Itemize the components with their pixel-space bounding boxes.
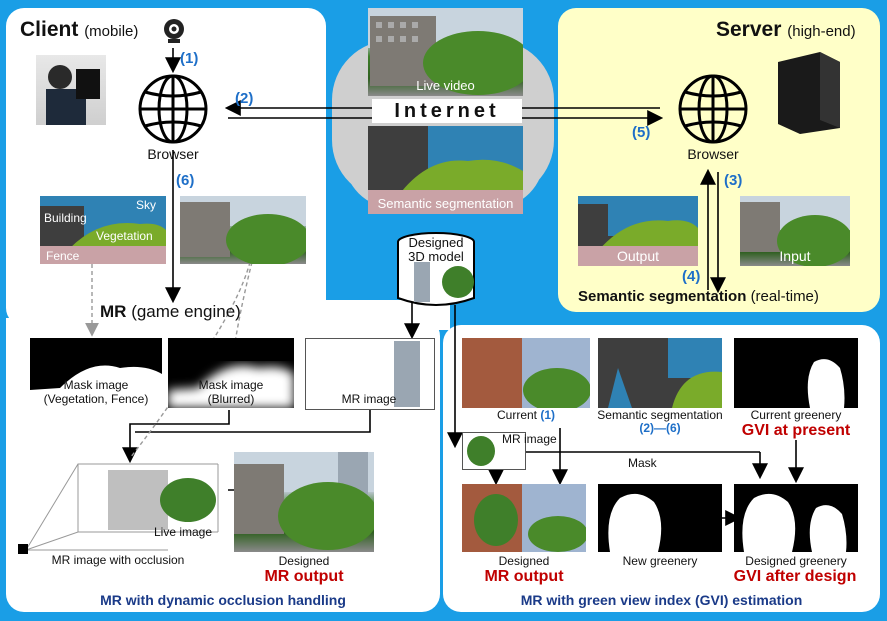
- database-3d-model-icon: [396, 232, 482, 310]
- gvi-semseg-label: Semantic segmentation: [597, 408, 723, 422]
- mask1-label: Mask image(Vegetation, Fence): [43, 378, 149, 406]
- label-fence: Fence: [46, 249, 80, 263]
- user-with-tablet-photo: [36, 55, 106, 125]
- designed-greenery-label: Designed greenery: [745, 554, 847, 568]
- semantic-segmentation-caption: Semantic segmentation: [377, 196, 514, 211]
- live-video-label: Live video: [416, 78, 475, 93]
- server-caption: Semantic segmentation (real-time): [578, 288, 819, 305]
- designed-greenery-image: [734, 484, 858, 552]
- gvi-current-image: [462, 338, 590, 408]
- gvi-semseg-steps: (2)—(6): [639, 421, 681, 435]
- server-input-label: Input: [779, 248, 811, 264]
- label-vegetation: Vegetation: [96, 229, 153, 243]
- server-computer-icon: [774, 50, 844, 136]
- client-live-photo: [180, 196, 306, 264]
- step-6-label: (6): [176, 172, 195, 189]
- gvi-after-design-label: GVI after design: [733, 568, 857, 585]
- mask2-label: Mask image(Blurred): [198, 378, 264, 406]
- gvi-semantic-segmentation-image: [598, 338, 722, 408]
- server-output-label: Output: [616, 248, 660, 264]
- mr-designed-label: Designed: [278, 554, 330, 568]
- current-greenery-label: Current greenery: [750, 408, 842, 422]
- mr-designed-output-image: [234, 452, 374, 552]
- mr-occlusion-3d-view: [18, 448, 233, 558]
- current-greenery-image: [734, 338, 858, 408]
- client-segmentation-image: [40, 196, 166, 264]
- step-3-label: (3): [724, 172, 743, 189]
- mask-image-vegetation-fence: [30, 338, 162, 408]
- mr-output-label: MR output: [264, 568, 344, 585]
- new-greenery-label: New greenery: [622, 554, 698, 568]
- step-5-label: (5): [632, 124, 651, 141]
- gvi-mask-label: Mask: [628, 456, 657, 470]
- server-browser-label: Browser: [687, 146, 739, 162]
- mr-image: [305, 338, 435, 410]
- mr-image-label: MR image: [341, 392, 397, 406]
- gvi-mr-output-label: MR output: [484, 568, 564, 585]
- server-input-image: [740, 196, 850, 266]
- server-output-image: [578, 196, 698, 266]
- client-title: Client (mobile): [20, 18, 139, 41]
- step-2-label: (2): [235, 90, 254, 107]
- server-title: Server (high-end): [716, 18, 856, 41]
- mr-with-occlusion-label: MR image with occlusion: [51, 553, 185, 567]
- new-greenery-image: [598, 484, 722, 552]
- internet-label: Internet: [372, 99, 522, 123]
- gvi-designed-image: [462, 484, 586, 552]
- webcam-icon: [162, 18, 186, 44]
- live-image-label: Live image: [153, 525, 213, 539]
- gvi-designed-label: Designed: [498, 554, 550, 568]
- label-sky: Sky: [136, 198, 157, 212]
- live-video-image: [368, 8, 523, 96]
- mr-occlusion-caption: MR with dynamic occlusion handling: [100, 592, 346, 608]
- server-browser-globe-icon: [676, 72, 750, 146]
- step-1-label: (1): [180, 50, 199, 67]
- gvi-mr-image-label: MR image: [502, 432, 557, 446]
- mr-title: MR (game engine): [100, 302, 241, 321]
- semantic-segmentation-image: [368, 126, 523, 214]
- mask-image-blurred: [168, 338, 294, 408]
- gvi-caption: MR with green view index (GVI) estimatio…: [520, 592, 803, 608]
- client-browser-globe-icon: [136, 72, 210, 146]
- label-building: Building: [44, 211, 87, 225]
- step-4-label: (4): [682, 268, 701, 285]
- gvi-at-present-label: GVI at present: [741, 422, 851, 439]
- gvi-current-label: Current (1): [496, 408, 556, 422]
- gvi-mr-image: [462, 432, 526, 470]
